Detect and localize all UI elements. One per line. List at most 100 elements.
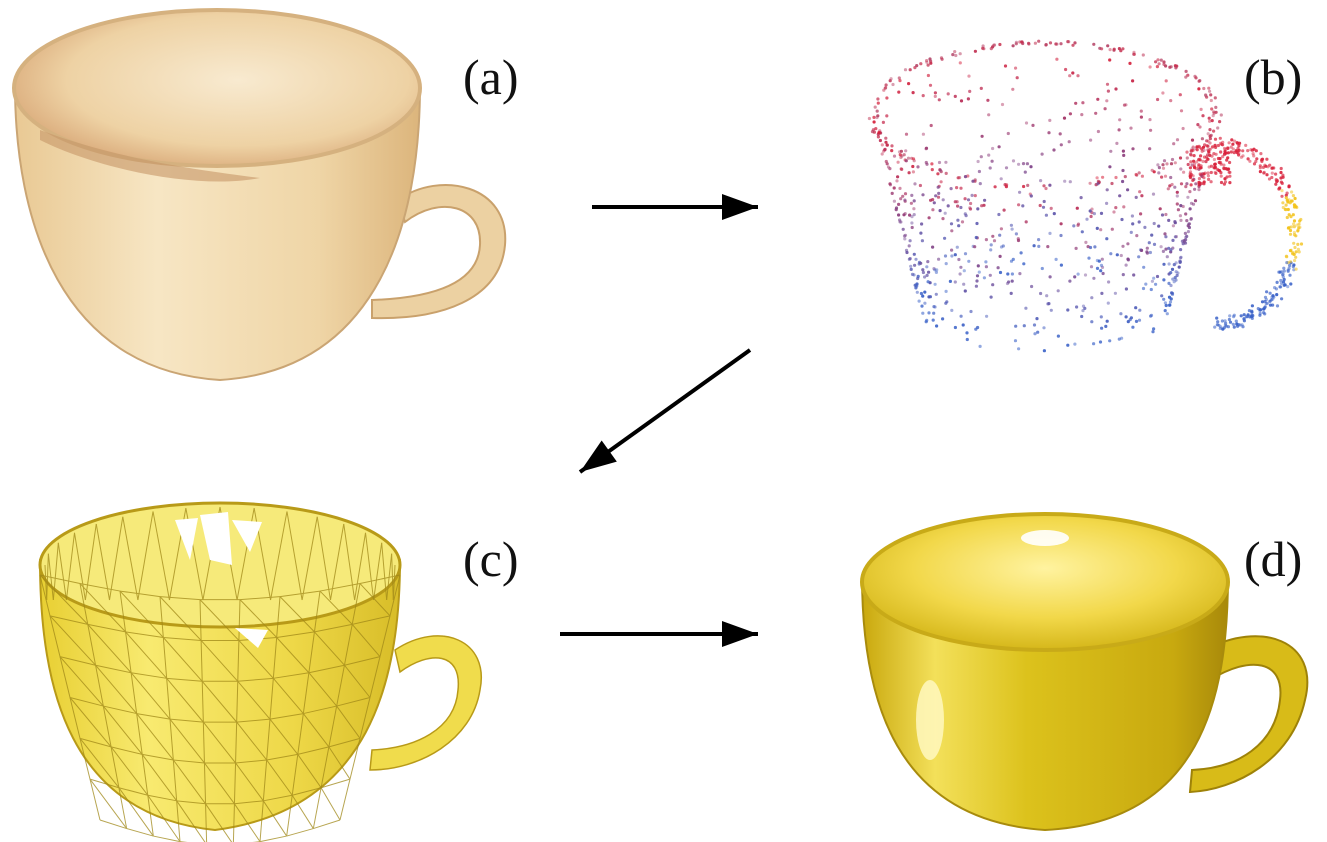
point-cloud-dot [1189,149,1193,153]
point-cloud-dot [998,254,1002,258]
point-cloud-dot [1056,334,1060,338]
point-cloud-dot [1092,342,1096,346]
point-cloud-dot [884,140,888,144]
point-cloud-dot [1286,207,1290,212]
point-cloud-dot [1193,199,1198,203]
point-cloud-dot [1079,196,1083,200]
point-cloud-dot [997,145,1001,149]
point-cloud-dot [1159,58,1163,62]
point-cloud-dot [927,295,931,299]
mesh-edge [125,631,164,638]
point-cloud-dot [1152,221,1156,226]
point-cloud-dot [1209,98,1213,103]
point-cloud-dot [1275,280,1279,284]
point-cloud-dot [992,43,997,47]
point-cloud-dot [1120,217,1124,222]
point-cloud-dot [1227,170,1231,174]
point-cloud-dot [1124,287,1128,291]
point-cloud-dot [1161,91,1165,95]
point-cloud-dot [1076,74,1080,78]
point-cloud-dot [925,60,929,64]
point-cloud-dot [1222,326,1226,330]
point-cloud-dot [1106,89,1110,93]
point-cloud-dot [1262,171,1266,175]
arrow-head [722,194,758,220]
point-cloud-dot [909,264,913,268]
point-cloud-dot [1096,129,1100,134]
point-cloud-dot [894,206,899,210]
point-cloud-dot [1219,150,1223,154]
mesh-edge [365,532,375,601]
point-cloud-dot [939,180,943,184]
point-cloud-dot [959,314,963,318]
mesh-edge [336,697,371,707]
mesh-edge [159,596,164,638]
point-cloud-dot [1295,223,1299,227]
point-cloud-dot [1169,271,1173,275]
point-cloud-dot [1114,87,1118,91]
mesh-edge [259,800,264,842]
point-cloud-dot [1241,154,1245,158]
point-cloud-dot [884,83,888,87]
point-cloud-dot [956,176,960,180]
point-cloud-dot [1254,149,1258,153]
point-cloud-dot [959,205,963,210]
point-cloud-dot [911,164,915,169]
point-cloud-dot [892,154,897,158]
point-cloud-dot [1292,203,1296,207]
mesh-edge [312,787,322,829]
mesh-edge [69,697,104,707]
point-cloud-dot [1280,189,1284,193]
point-cloud-dot [1009,223,1014,227]
point-cloud-dot [1188,166,1192,170]
mesh-edge [159,596,202,641]
mesh-edge [147,794,177,802]
point-cloud-dot [1199,154,1203,158]
point-cloud-dot [920,222,924,226]
point-cloud-dot [1288,260,1293,264]
point-cloud-dot [1109,149,1113,153]
point-cloud-dot [1121,47,1125,51]
point-cloud-dot [1014,66,1018,70]
point-cloud-dot [989,295,993,299]
point-cloud-dot [1165,312,1169,316]
point-cloud-dot [1188,175,1193,180]
point-cloud-dot [1126,242,1130,246]
point-cloud-dot [1235,141,1239,145]
point-cloud-dot [1048,41,1053,45]
point-cloud-dot [1009,259,1014,263]
point-cloud-dot [1282,269,1286,273]
point-cloud-dot [1134,195,1138,199]
point-cloud-dot [1010,279,1014,283]
point-cloud-dot [1148,118,1152,122]
point-cloud-dot [950,254,954,258]
point-cloud-dot [1197,183,1201,187]
point-cloud-dot [954,53,958,58]
mesh-edge [292,787,322,796]
mesh-edge [279,596,315,633]
point-cloud-dot [991,146,995,151]
point-cloud-dot [978,182,982,186]
point-cloud-dot [1193,187,1197,191]
point-cloud-dot [1139,248,1144,252]
point-cloud-dot [1009,291,1013,295]
point-cloud-dot [984,265,989,269]
point-cloud-dot [1073,342,1077,346]
point-cloud-dot [988,273,992,277]
point-cloud-dot [884,159,888,164]
point-cloud-dot [1260,159,1264,163]
point-cloud-dot [1213,96,1217,100]
point-cloud-dot [890,144,894,148]
point-cloud-dot [923,275,927,279]
mesh-edge [314,623,353,633]
point-cloud-dot [933,94,937,98]
point-cloud-dot [944,289,948,293]
point-cloud-dot [1042,184,1046,188]
point-cloud-dot [1089,214,1093,219]
point-cloud-dot [912,207,916,211]
point-cloud-dot [1188,170,1193,174]
mesh-edge [234,800,264,805]
point-cloud-dot [1119,312,1123,316]
point-cloud-dot [1083,273,1088,277]
mesh-edge [343,624,353,666]
